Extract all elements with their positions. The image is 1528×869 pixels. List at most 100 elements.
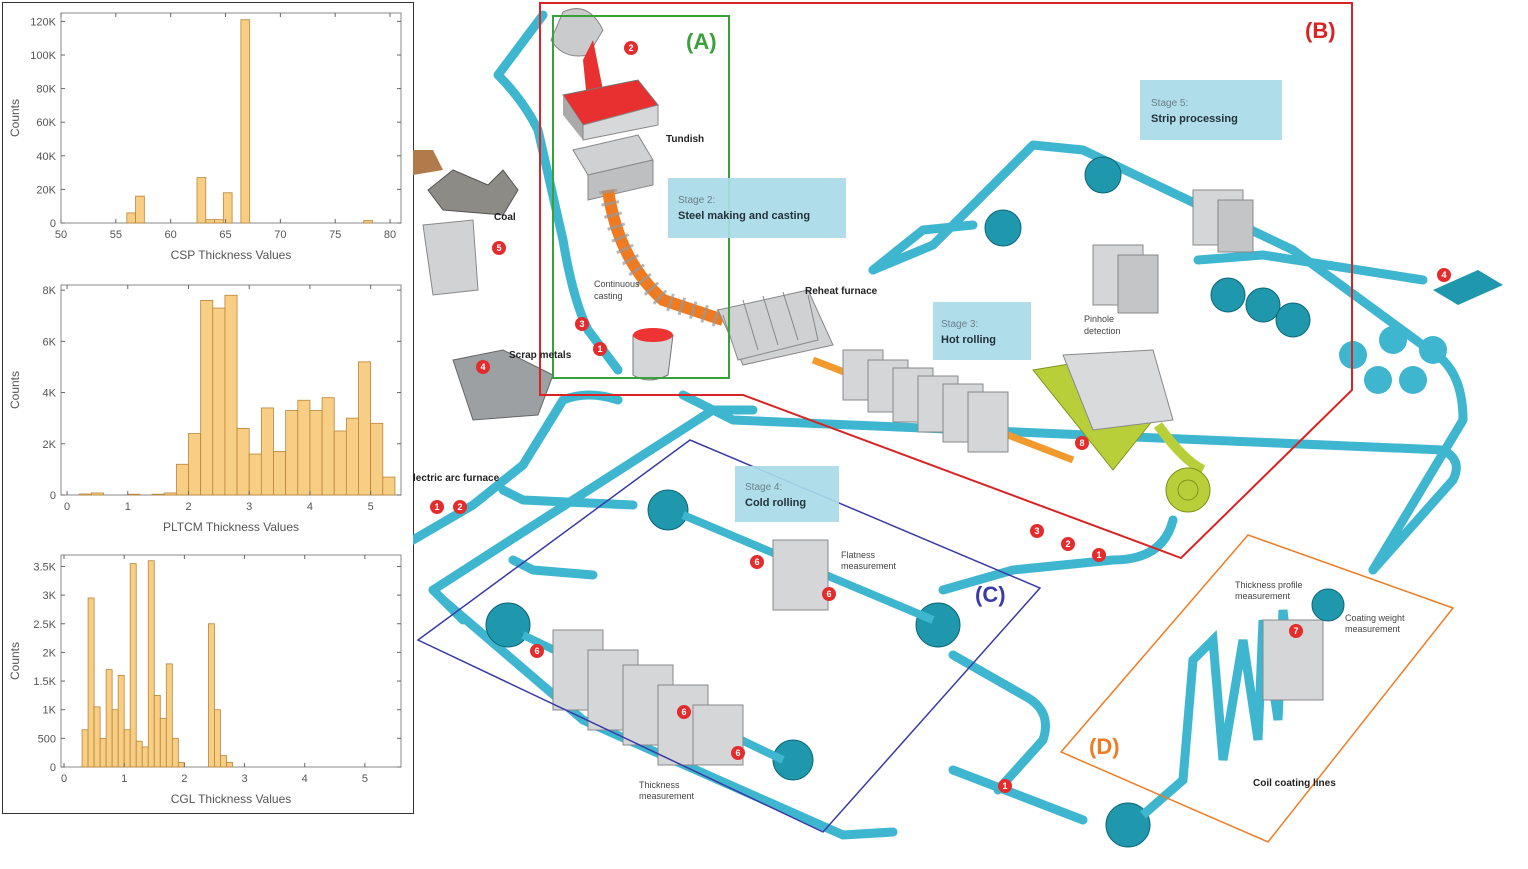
y-tick-label: 3K — [43, 590, 57, 602]
svg-text:4: 4 — [480, 362, 485, 372]
reheat-furnace-label: Reheat furnace — [805, 286, 878, 297]
stage-2-box: Stage 2: Steel making and casting — [668, 178, 846, 238]
region-d-tag: (D) — [1089, 734, 1120, 759]
y-tick-label: 500 — [38, 733, 56, 745]
hot-coiler — [1032, 349, 1211, 513]
y-tick-label: 1.5K — [33, 676, 56, 688]
y-tick-label: 60K — [36, 117, 56, 129]
histogram-bar — [309, 410, 323, 496]
svg-text:2: 2 — [1065, 539, 1070, 549]
histogram-bar — [222, 192, 233, 224]
histogram-bar — [345, 417, 359, 496]
x-tick-label: 60 — [165, 229, 177, 241]
marker-3: 3 — [1030, 524, 1044, 538]
histogram-bar — [240, 19, 251, 224]
stage-4-title: Stage 4: — [745, 482, 782, 493]
marker-1: 1 — [593, 342, 607, 356]
marker-6: 6 — [750, 555, 764, 569]
x-tick-label: 70 — [274, 229, 286, 241]
x-tick-label: 75 — [329, 229, 341, 241]
histogram-bar — [208, 623, 215, 768]
svg-text:7: 7 — [1293, 626, 1298, 636]
histogram-bar — [363, 220, 373, 224]
x-tick-label: 0 — [61, 773, 67, 785]
histogram-bar — [81, 729, 89, 768]
histogram-bar — [358, 361, 372, 496]
step-markers: 2 3 1 5 4 1 2 8 3 2 1 4 6 6 6 6 6 1 7 — [430, 41, 1451, 793]
histogram-bar — [159, 717, 167, 768]
marker-6: 6 — [530, 644, 544, 658]
region-a-tag: (A) — [686, 29, 717, 54]
histogram-bar — [200, 299, 214, 496]
histogram-bar — [177, 762, 185, 768]
continuous-casting-label-2: casting — [594, 291, 623, 301]
svg-text:1: 1 — [1096, 550, 1101, 560]
histogram-bar — [135, 195, 145, 224]
histogram-bar — [163, 492, 177, 496]
process-flow-lines — [408, 10, 1468, 840]
y-axis-label: Counts — [8, 642, 22, 680]
svg-text:1: 1 — [434, 502, 439, 512]
marker-6: 6 — [731, 746, 745, 760]
y-axis-label: Counts — [8, 99, 22, 137]
histogram-bar — [333, 430, 347, 496]
thickness-profile-label-1: Thickness profile — [1235, 580, 1303, 590]
y-axis-label: Counts — [8, 371, 22, 409]
reheat-furnace — [717, 289, 834, 366]
histogram-bar — [260, 407, 274, 496]
marker-1: 1 — [998, 779, 1012, 793]
y-tick-label: 2K — [43, 439, 57, 451]
marker-2: 2 — [624, 41, 638, 55]
flatness-label-1: Flatness — [841, 550, 876, 560]
x-tick-label: 55 — [110, 229, 122, 241]
histogram-bar — [175, 463, 189, 496]
coal-label: Coal — [494, 212, 516, 223]
y-tick-label: 120K — [30, 16, 56, 28]
histogram-bar — [205, 219, 215, 224]
svg-text:6: 6 — [681, 707, 686, 717]
region-b-outline — [539, 2, 1353, 560]
histogram-bar — [105, 669, 113, 768]
thickness-label-2: measurement — [639, 791, 695, 801]
electric-arc-furnace-label: lectric arc furnace — [413, 473, 500, 484]
histogram-bar — [226, 762, 233, 768]
coil-coating-label: Coil coating lines — [1253, 778, 1336, 789]
y-tick-label: 8K — [43, 285, 57, 297]
histogram-bar — [171, 737, 179, 768]
histogram-bar — [123, 729, 131, 768]
thickness-profile-label-2: measurement — [1235, 591, 1291, 601]
svg-text:8: 8 — [1079, 438, 1084, 448]
histogram-bar — [212, 307, 226, 496]
y-tick-label: 100K — [30, 50, 56, 62]
casting-strand — [599, 188, 726, 381]
histogram-bar — [370, 422, 384, 496]
x-axis-label: CGL Thickness Values — [171, 792, 292, 806]
histogram-bar — [273, 451, 287, 496]
histogram-bar — [90, 492, 104, 496]
histogram-bar — [147, 560, 155, 768]
tundish-label: Tundish — [666, 134, 704, 145]
marker-3: 3 — [575, 317, 589, 331]
svg-text:4: 4 — [1441, 270, 1446, 280]
y-tick-label: 6K — [43, 336, 57, 348]
hot-rolling-stands — [842, 349, 1009, 453]
y-tick-label: 20K — [36, 184, 56, 196]
histogram-bar — [111, 709, 119, 768]
histogram-bar — [220, 755, 227, 768]
svg-text:5: 5 — [496, 243, 501, 253]
y-tick-label: 0 — [50, 218, 56, 230]
x-tick-label: 1 — [125, 501, 131, 513]
y-tick-label: 4K — [43, 388, 57, 400]
svg-text:1: 1 — [1002, 781, 1007, 791]
coil-coating-equipment — [1105, 588, 1345, 848]
histogram-bar — [214, 219, 224, 224]
svg-text:6: 6 — [534, 646, 539, 656]
histogram-bar — [151, 493, 165, 496]
marker-1: 1 — [430, 500, 444, 514]
x-axis-label: CSP Thickness Values — [171, 248, 292, 262]
y-tick-label: 2K — [43, 647, 57, 659]
region-d-outline — [1059, 534, 1455, 843]
x-tick-label: 4 — [302, 773, 308, 785]
histogram-bar — [321, 397, 335, 496]
